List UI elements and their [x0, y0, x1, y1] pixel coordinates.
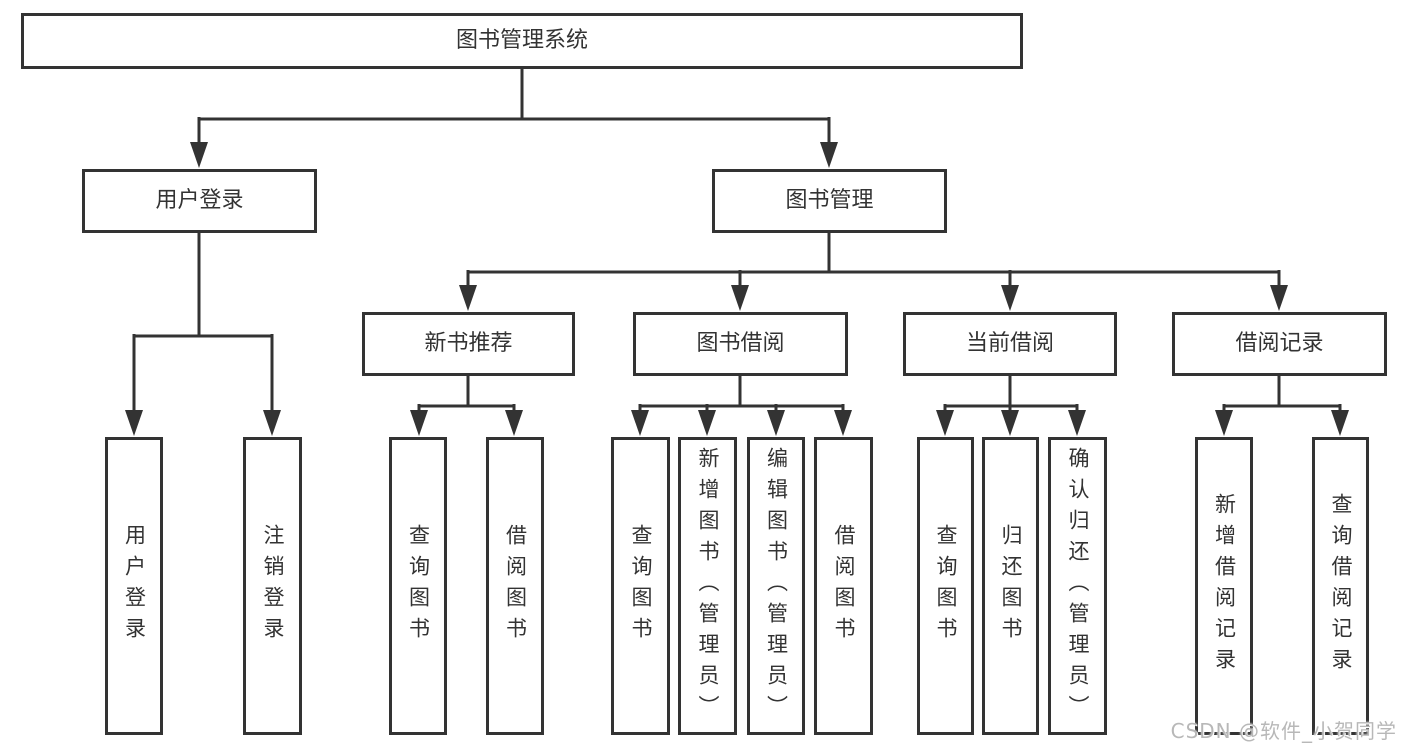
node-current-borrowing: 当前借阅 — [903, 312, 1117, 376]
leaf-borrow-books-recommend: 借阅图书 — [486, 437, 544, 735]
leaf-logout-login: 注销登录 — [243, 437, 302, 735]
leaf-return-books: 归还图书 — [982, 437, 1039, 735]
leaf-add-books-admin: 新增图书（管理员） — [678, 437, 737, 735]
node-book-borrowing: 图书借阅 — [633, 312, 848, 376]
arrowheads — [125, 142, 1349, 436]
leaf-borrow-books-borrow: 借阅图书 — [814, 437, 873, 735]
leaf-query-borrow-record: 查询借阅记录 — [1312, 437, 1369, 735]
leaf-confirm-return-admin: 确认归还（管理员） — [1048, 437, 1107, 735]
watermark: CSDN @软件_小贺同学 — [1170, 719, 1397, 743]
leaf-user-login: 用户登录 — [105, 437, 163, 735]
leaf-edit-books-admin: 编辑图书（管理员） — [747, 437, 805, 735]
leaf-query-books-borrow: 查询图书 — [611, 437, 670, 735]
leaf-query-books-current: 查询图书 — [917, 437, 974, 735]
leaf-query-books-recommend: 查询图书 — [389, 437, 447, 735]
node-new-book-recommendation: 新书推荐 — [362, 312, 575, 376]
node-book-management: 图书管理 — [712, 169, 947, 233]
leaf-add-borrow-record: 新增借阅记录 — [1195, 437, 1253, 735]
node-user-login: 用户登录 — [82, 169, 317, 233]
node-borrowing-records: 借阅记录 — [1172, 312, 1387, 376]
node-book-management-system: 图书管理系统 — [21, 13, 1023, 69]
